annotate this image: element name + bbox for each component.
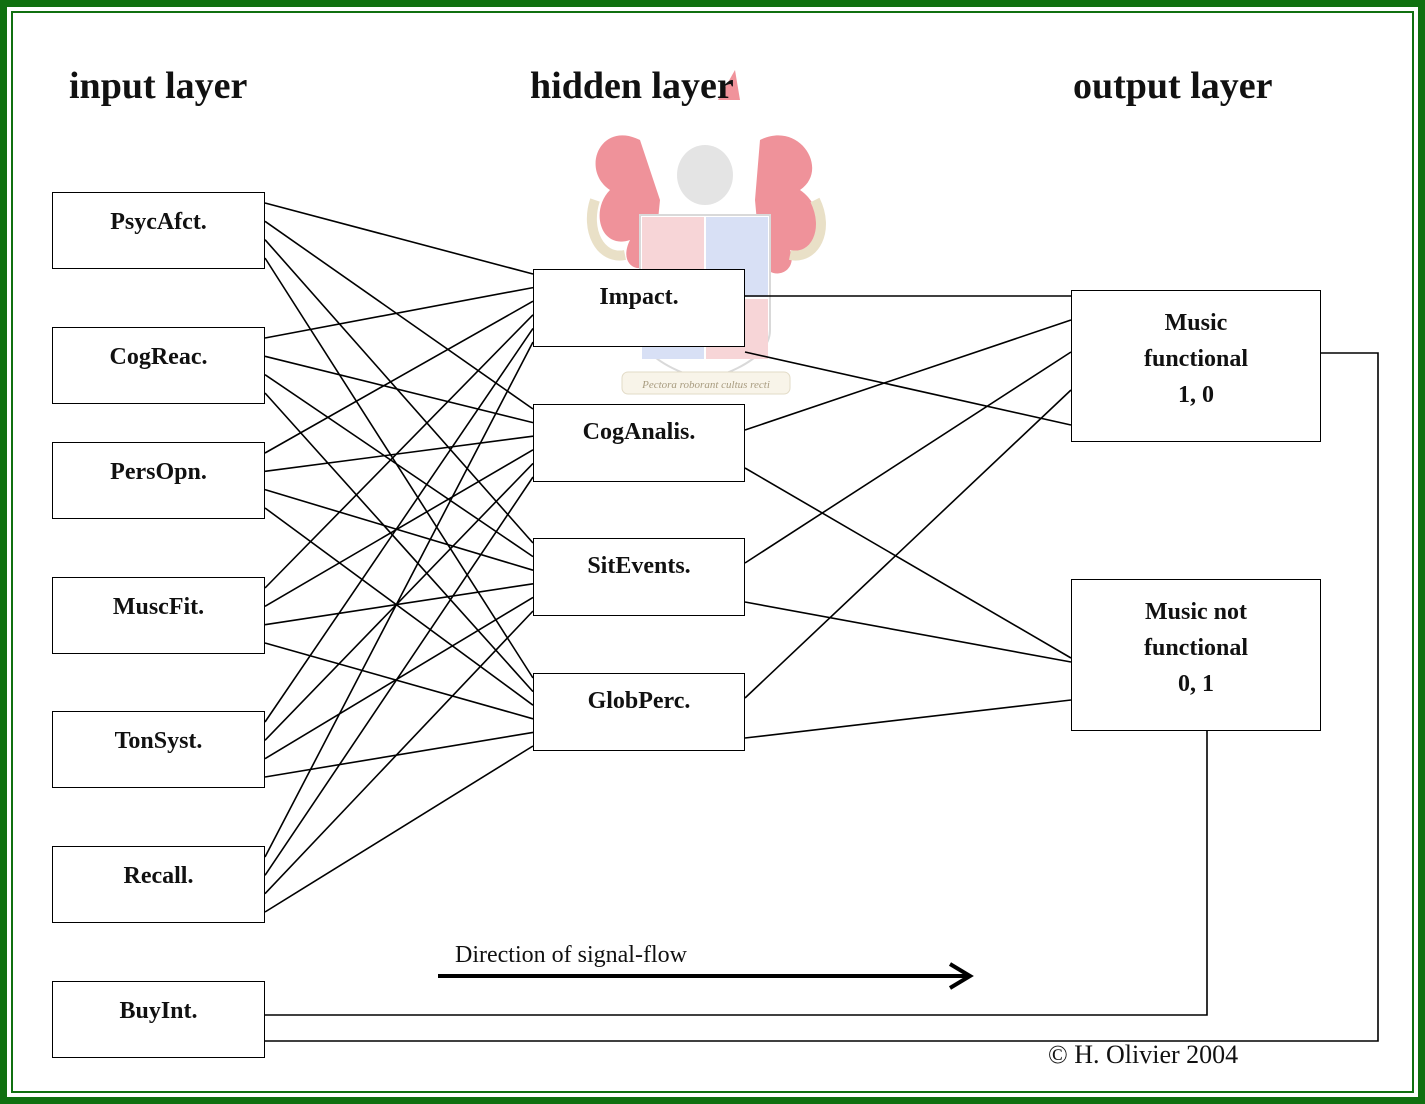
connection-input-1-hidden-1 — [264, 355, 534, 424]
hidden-node-impact: Impact. — [533, 269, 745, 347]
connection-input-4-hidden-2 — [264, 596, 534, 760]
input-node-buyint: BuyInt. — [52, 981, 265, 1058]
crest-motto: Pectora roborant cultus recti — [641, 379, 770, 391]
input-node-cogreac: CogReac. — [52, 327, 265, 404]
connection-input-2-hidden-1 — [264, 435, 534, 473]
output-node-not-functional-line1: Music not — [1145, 599, 1247, 625]
connection-input-2-hidden-3 — [264, 507, 534, 706]
connection-hidden-0-output-1 — [744, 351, 1072, 426]
connection-hidden-1-output-0 — [744, 319, 1072, 431]
input-node-persopn: PersOpn. — [52, 442, 265, 519]
connection-input-5-hidden-3 — [264, 745, 534, 913]
connections — [264, 202, 1072, 913]
connection-input-1-hidden-3 — [264, 392, 534, 693]
connection-hidden-3-output-1 — [744, 699, 1072, 739]
connection-input-2-hidden-2 — [264, 488, 534, 571]
output-node-not-functional-line2: functional — [1143, 635, 1248, 661]
output-layer-title: output layer — [1073, 65, 1273, 107]
connection-input-2-hidden-0 — [264, 300, 534, 454]
connection-hidden-2-output-0 — [744, 351, 1072, 564]
connection-input-0-hidden-1 — [264, 220, 534, 410]
input-node-recall: Recall. — [52, 846, 265, 923]
hidden-layer-title: hidden layer — [530, 65, 734, 107]
connection-input-3-hidden-2 — [264, 583, 534, 626]
connection-hidden-2-output-1 — [744, 601, 1072, 663]
connection-input-0-hidden-3 — [264, 257, 534, 679]
connection-input-5-hidden-0 — [264, 341, 534, 858]
connection-input-5-hidden-1 — [264, 476, 534, 876]
connection-input-4-hidden-1 — [264, 462, 534, 741]
connection-input-4-hidden-0 — [264, 327, 534, 723]
hidden-node-coganalis: CogAnalis. — [533, 404, 745, 482]
buyint-bypass-lines — [265, 352, 1379, 1042]
connection-hidden-1-output-1 — [744, 467, 1072, 659]
inner-border — [11, 11, 1414, 1093]
flow-caption: Direction of signal-flow — [455, 942, 687, 968]
copyright-notice: © H. Olivier 2004 — [1048, 1040, 1239, 1069]
hidden-node-globperc: GlobPerc. — [533, 673, 745, 751]
connection-input-1-hidden-2 — [264, 374, 534, 558]
connection-input-3-hidden-0 — [264, 314, 534, 589]
connection-input-3-hidden-1 — [264, 449, 534, 608]
connection-input-0-hidden-0 — [264, 202, 534, 275]
direction-arrow — [438, 962, 974, 990]
hidden-node-sitevents: SitEvents. — [533, 538, 745, 616]
connection-input-0-hidden-2 — [264, 239, 534, 544]
output-node-not-functional: Music not functional 0, 1 — [1071, 579, 1321, 731]
output-node-functional-line2: functional — [1143, 346, 1248, 372]
input-node-muscfit: MuscFit. — [52, 577, 265, 654]
connection-input-5-hidden-2 — [264, 610, 534, 895]
input-layer-title: input layer — [69, 65, 248, 107]
output-node-not-functional-line3: 0, 1 — [1178, 671, 1214, 697]
output-node-functional-line3: 1, 0 — [1178, 382, 1214, 408]
connection-input-1-hidden-0 — [264, 286, 534, 339]
input-node-psycafct: PsycAfct. — [52, 192, 265, 269]
connection-hidden-3-output-0 — [744, 389, 1072, 699]
output-node-functional: Music functional 1, 0 — [1071, 290, 1321, 442]
input-node-tonsyst: TonSyst. — [52, 711, 265, 788]
output-node-functional-line1: Music — [1164, 310, 1228, 336]
